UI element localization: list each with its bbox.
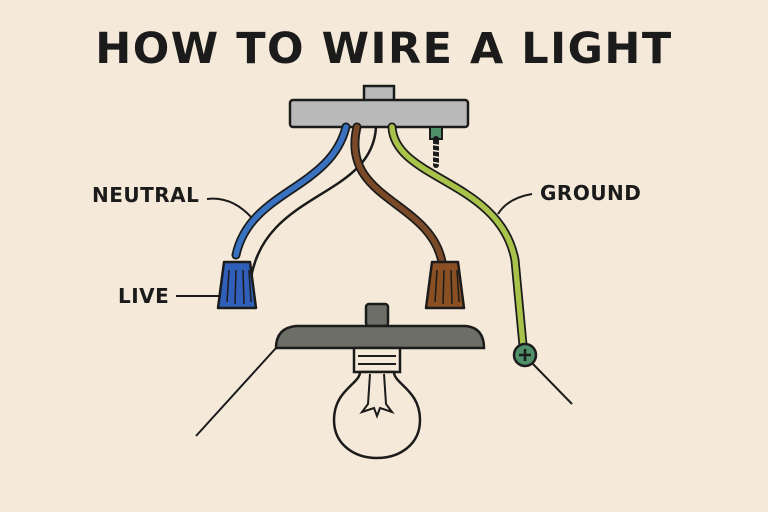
canopy-leader-line — [195, 347, 277, 437]
wire-nut-icon — [216, 260, 258, 310]
label-live: LIVE — [118, 284, 170, 308]
light-bulb-icon — [332, 346, 422, 460]
ceiling-mount-plate — [288, 84, 470, 129]
ground-terminal-leader-line — [532, 363, 573, 405]
fixture-wire-neutral — [248, 126, 378, 286]
neutral-leader-line — [206, 197, 253, 219]
label-neutral: NEUTRAL — [92, 183, 200, 207]
ground-leader-line — [497, 193, 533, 215]
ground-terminal-icon — [512, 342, 538, 368]
label-ground: GROUND — [540, 181, 642, 205]
wire-nut-icon — [424, 260, 466, 310]
fixture-canopy — [274, 302, 486, 350]
page-title: HOW TO WIRE A LIGHT — [95, 24, 673, 74]
ground-screw-icon — [429, 126, 443, 168]
